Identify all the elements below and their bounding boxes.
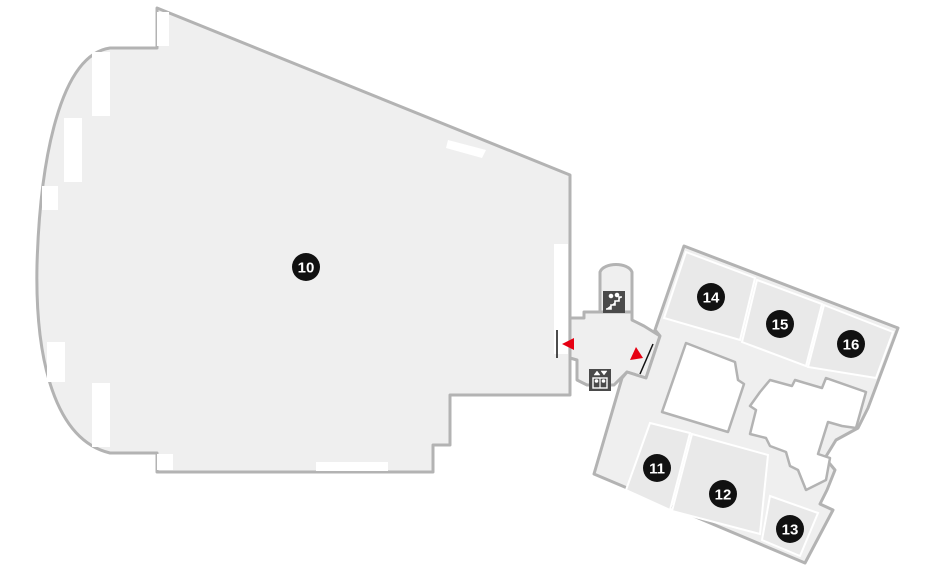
marker-label: 11 xyxy=(649,461,665,478)
entrance-west xyxy=(556,330,574,358)
marker-label: 12 xyxy=(715,487,732,504)
window xyxy=(47,342,65,382)
hall-10[interactable] xyxy=(35,6,572,474)
marker-label: 10 xyxy=(298,260,315,277)
window xyxy=(64,118,82,182)
window xyxy=(316,462,388,471)
marker-14[interactable]: 14 xyxy=(697,283,725,311)
door-line xyxy=(639,343,654,375)
window xyxy=(92,52,110,116)
entrance-arrow-icon xyxy=(630,347,643,360)
marker-label: 14 xyxy=(703,290,720,307)
marker-16[interactable]: 16 xyxy=(837,330,865,358)
entrance-east xyxy=(630,343,654,375)
lobby xyxy=(568,263,662,387)
window xyxy=(157,454,173,470)
marker-label: 13 xyxy=(782,522,799,539)
elevator-icon xyxy=(589,369,611,391)
marker-15[interactable]: 15 xyxy=(766,310,794,338)
window xyxy=(554,244,568,354)
window xyxy=(157,12,169,46)
marker-label: 15 xyxy=(772,317,789,334)
core-block-east xyxy=(748,376,868,492)
marker-13[interactable]: 13 xyxy=(776,515,804,543)
entrance-arrow-icon xyxy=(562,338,574,350)
area-markers: 10 11 12 13 14 15 16 xyxy=(292,253,865,543)
marker-10[interactable]: 10 xyxy=(292,253,320,281)
window xyxy=(92,383,110,447)
stairs-icon xyxy=(603,291,625,313)
core-block-west xyxy=(660,341,746,434)
marker-12[interactable]: 12 xyxy=(709,480,737,508)
window xyxy=(42,186,58,210)
building-east xyxy=(592,244,900,565)
marker-label: 16 xyxy=(843,337,860,354)
marker-11[interactable]: 11 xyxy=(643,454,671,482)
window xyxy=(446,140,486,158)
